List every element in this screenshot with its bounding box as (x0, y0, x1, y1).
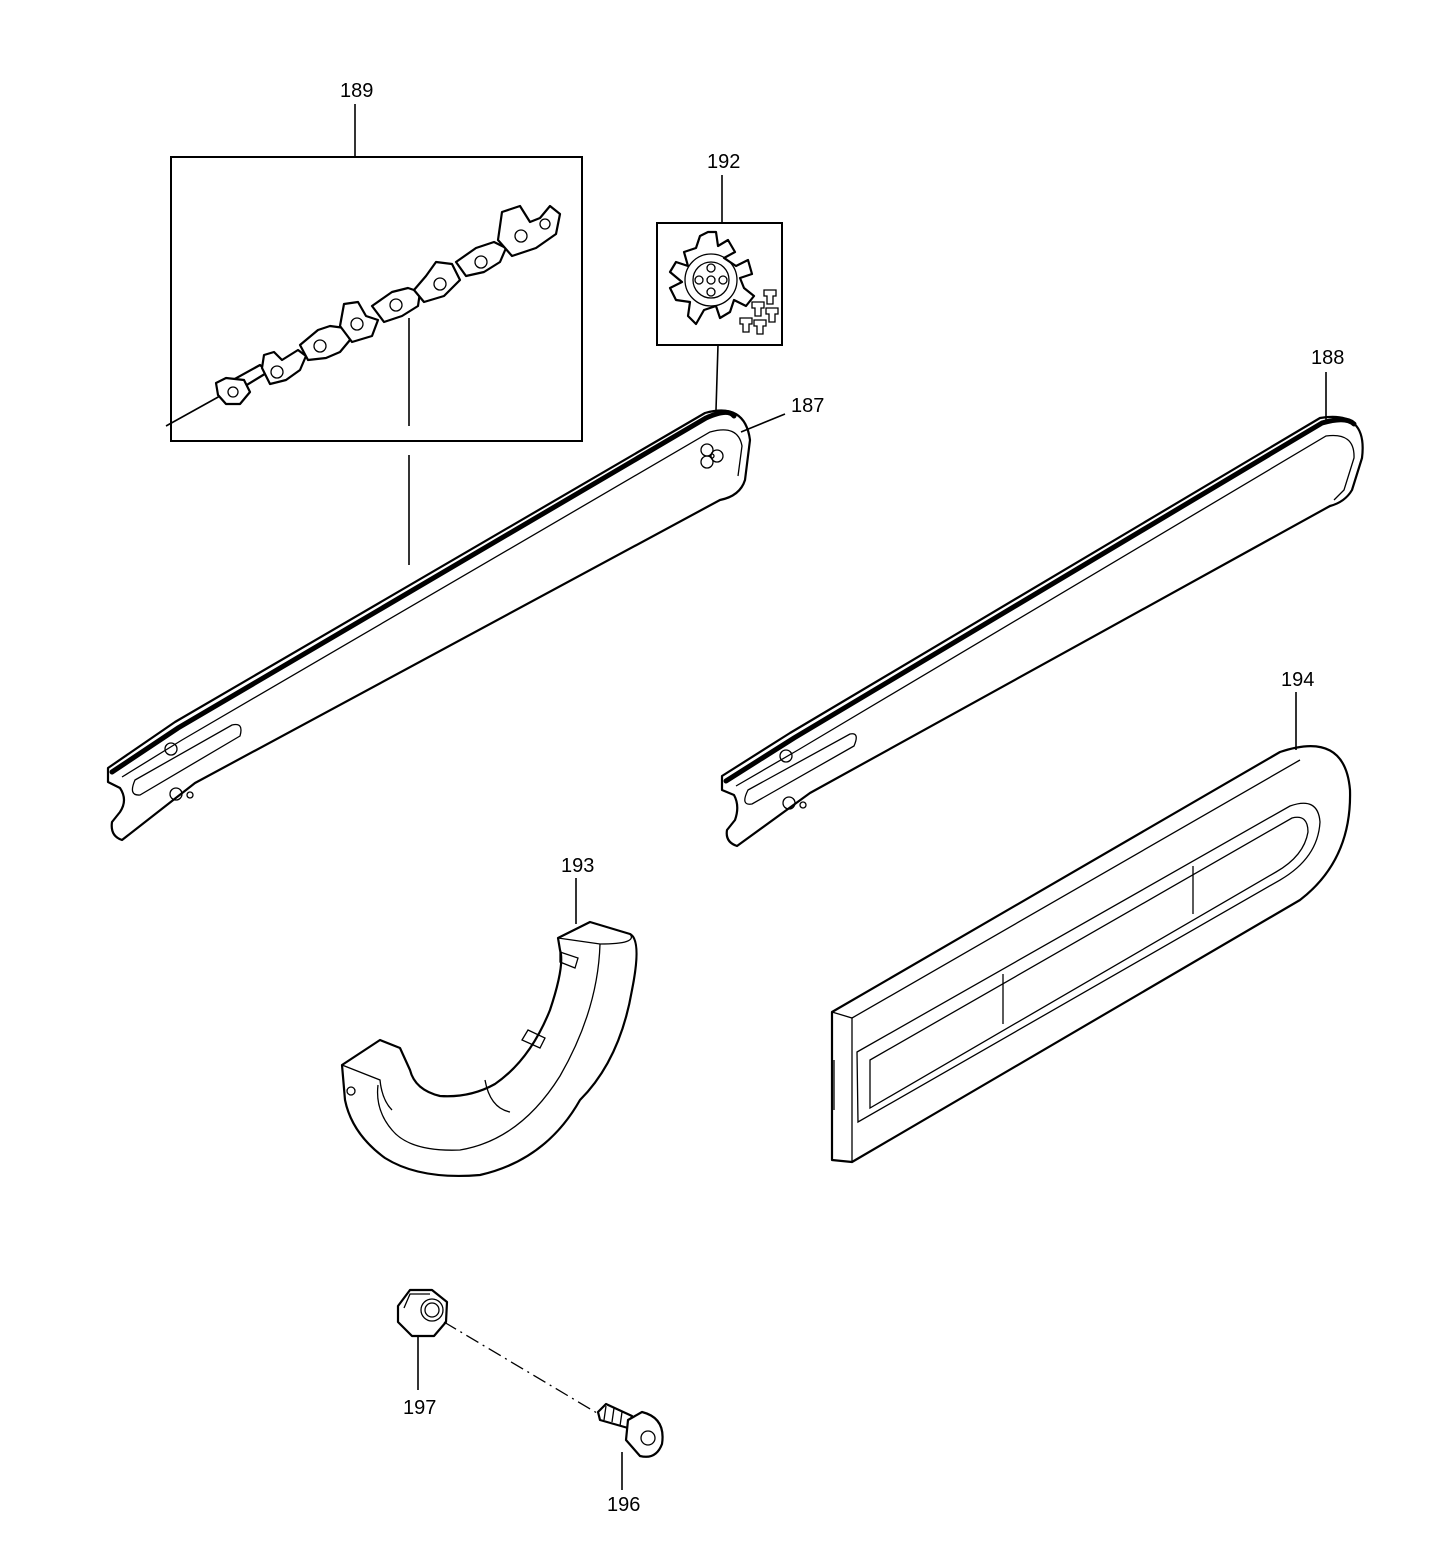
callout-192: 192 (707, 151, 740, 173)
sprocket-icon (668, 230, 756, 326)
bar-187-slot (131, 723, 242, 796)
cover-window-inner (869, 816, 1309, 1110)
chain-pointer-left (165, 395, 221, 427)
bar-187-edge (121, 429, 743, 778)
guard-notch-upper (559, 951, 579, 969)
bar-188-hole-small (799, 801, 807, 809)
nut-thread (424, 1302, 440, 1318)
guard-hole (346, 1086, 356, 1096)
bar-187-hole-upper (164, 742, 178, 756)
bar-188-slot (744, 733, 857, 805)
guard-notch-mid (521, 1029, 546, 1049)
guard-end-face (341, 1064, 393, 1111)
part-189-saw-chain[interactable] (165, 104, 583, 442)
cover-window-outer (856, 802, 1321, 1124)
bar-187-hole-lower (169, 787, 183, 801)
part-192-sprocket-kit[interactable] (656, 175, 783, 346)
bar-187-hole-small (186, 791, 194, 799)
guard-inner-edge (376, 943, 601, 1151)
bar-188-hole-upper (779, 749, 793, 763)
callout-194: 194 (1281, 669, 1314, 691)
callout-196: 196 (607, 1494, 640, 1516)
callout-197: 197 (403, 1397, 436, 1419)
bar-188-hole-lower (782, 796, 796, 810)
callout-188: 188 (1311, 347, 1344, 369)
callout-193: 193 (561, 855, 594, 877)
leader-187 (740, 413, 786, 433)
chain-links (214, 204, 562, 406)
callout-187: 187 (791, 395, 824, 417)
nut-hole (420, 1298, 444, 1322)
rivet-icons (739, 289, 779, 335)
callout-189: 189 (340, 80, 373, 102)
screw-torx-recess (640, 1430, 656, 1446)
part-188-guide-bar[interactable] (720, 415, 1364, 848)
part-196-screw[interactable] (596, 1402, 664, 1458)
guard-top-face (557, 933, 632, 945)
bar-188-rail (723, 417, 1357, 784)
part-197-hex-nut[interactable] (396, 1288, 449, 1338)
nose-rivet-icon (700, 443, 724, 469)
part-194-bar-cover[interactable] (830, 745, 1352, 1164)
part-187-guide-bar[interactable] (106, 409, 752, 842)
bar-187-rail (109, 410, 737, 775)
bar-188-edge (735, 434, 1355, 787)
guard-notch-lower (484, 1079, 511, 1113)
screw-threads (603, 1405, 623, 1427)
nut-face-edge (403, 1293, 430, 1309)
part-193-guard[interactable] (340, 920, 638, 1178)
assembly-axis-line (443, 1321, 603, 1417)
leader-192-to-bar (715, 344, 719, 411)
